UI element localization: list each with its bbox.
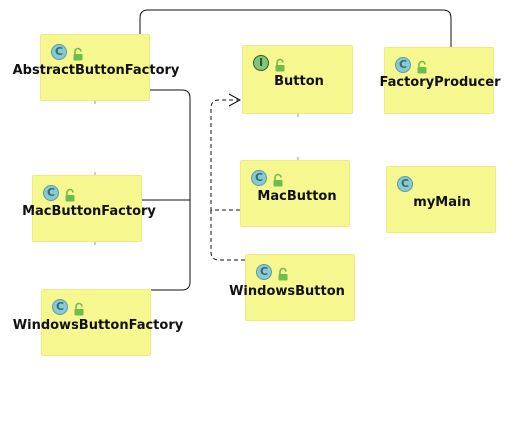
class-name: FactoryProducer xyxy=(379,75,501,90)
interface-node-button[interactable]: I Button xyxy=(242,45,353,114)
edge-factory-producer-to-abstract-button-factory xyxy=(139,9,452,47)
class-node-mac-button-factory[interactable]: C MacButtonFactory xyxy=(22,175,156,242)
class-node-windows-button[interactable]: C WindowsButton xyxy=(229,254,355,321)
class-name: MacButton xyxy=(257,189,337,204)
class-node-windows-button-factory[interactable]: C WindowsButtonFactory xyxy=(13,289,183,356)
arrowhead-button xyxy=(228,93,242,107)
class-name: myMain xyxy=(413,195,471,210)
class-name: MacButtonFactory xyxy=(22,204,156,219)
interface-icon: I xyxy=(253,55,269,71)
class-icon: C xyxy=(43,185,59,201)
class-name: WindowsButtonFactory xyxy=(12,318,184,333)
lock-icon xyxy=(417,60,427,74)
class-icon: C xyxy=(256,264,272,280)
class-icon: C xyxy=(251,170,267,186)
lock-icon xyxy=(73,47,83,61)
class-icon: C xyxy=(395,57,411,73)
lock-icon xyxy=(74,302,84,316)
edge-windows-button-factory-to-abstract-button-factory xyxy=(151,200,191,291)
lock-icon xyxy=(273,173,283,187)
class-node-factory-producer[interactable]: C FactoryProducer xyxy=(380,47,501,114)
lock-icon xyxy=(65,188,75,202)
class-node-abstract-button-factory[interactable]: C AbstractButtonFactory xyxy=(13,34,179,101)
class-icon: C xyxy=(52,299,68,315)
class-icon: C xyxy=(51,44,67,60)
edge-mac-button-factory-to-abstract-button-factory xyxy=(142,89,191,201)
interface-name: Button xyxy=(274,74,324,89)
class-name: AbstractButtonFactory xyxy=(12,63,180,78)
edge-mac-button-to-button xyxy=(210,99,240,211)
edge-windows-button-to-button xyxy=(210,210,245,261)
class-icon: C xyxy=(397,176,413,192)
lock-icon xyxy=(278,267,288,281)
class-node-my-main[interactable]: C myMain xyxy=(386,166,496,233)
lock-icon xyxy=(275,58,285,72)
class-name: WindowsButton xyxy=(229,284,345,299)
class-node-mac-button[interactable]: C MacButton xyxy=(240,160,350,227)
